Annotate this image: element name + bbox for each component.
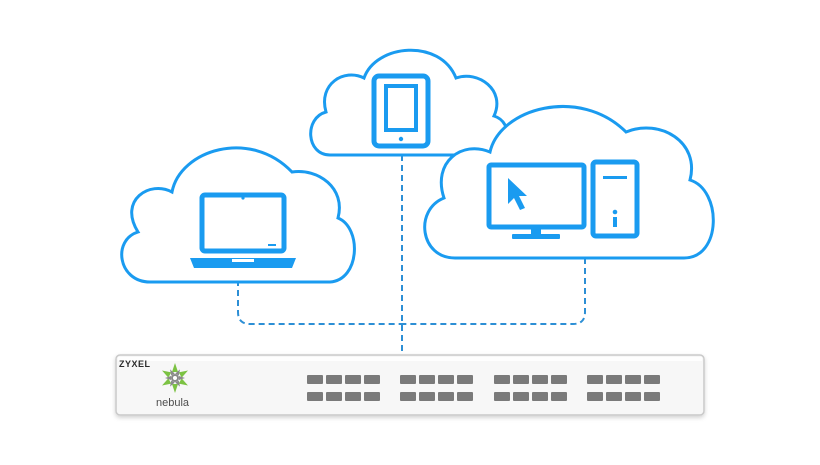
- brand-product: nebula: [156, 397, 190, 409]
- switch-ports: [307, 375, 660, 401]
- ethernet-port: [307, 375, 323, 384]
- nebula-switch: [115, 354, 705, 416]
- ethernet-port: [494, 392, 510, 401]
- ethernet-port: [364, 375, 380, 384]
- ethernet-port: [606, 392, 622, 401]
- cloud-desktop: [423, 105, 715, 260]
- desktop-computer-icon: [486, 159, 640, 239]
- ethernet-port: [364, 392, 380, 401]
- laptop-icon: [190, 192, 296, 268]
- nebula-logo-icon: [162, 363, 188, 393]
- port-group-1: [307, 375, 380, 401]
- ethernet-port: [625, 392, 641, 401]
- ethernet-port: [551, 375, 567, 384]
- connector-laptop: [237, 280, 402, 325]
- ethernet-port: [438, 375, 454, 384]
- port-group-4: [587, 375, 660, 401]
- ethernet-port: [644, 375, 660, 384]
- ethernet-port: [400, 375, 416, 384]
- ethernet-port: [419, 392, 435, 401]
- ethernet-port: [587, 375, 603, 384]
- ethernet-port: [400, 392, 416, 401]
- ethernet-port: [307, 392, 323, 401]
- ethernet-port: [587, 392, 603, 401]
- ethernet-port: [551, 392, 567, 401]
- ethernet-port: [345, 392, 361, 401]
- ethernet-port: [419, 375, 435, 384]
- ethernet-port: [532, 375, 548, 384]
- cloud-laptop: [120, 146, 356, 284]
- ethernet-port: [326, 392, 342, 401]
- ethernet-port: [625, 375, 641, 384]
- ethernet-port: [513, 392, 529, 401]
- ethernet-port: [457, 375, 473, 384]
- ethernet-port: [494, 375, 510, 384]
- port-group-2: [400, 375, 473, 401]
- connector-desktop: [402, 258, 586, 325]
- connector-lines: [237, 155, 586, 354]
- ethernet-port: [644, 392, 660, 401]
- ethernet-port: [457, 392, 473, 401]
- cloud-tablet: [309, 48, 509, 157]
- ethernet-port: [326, 375, 342, 384]
- ethernet-port: [532, 392, 548, 401]
- ethernet-port: [513, 375, 529, 384]
- tablet-icon: [371, 73, 431, 149]
- ethernet-port: [606, 375, 622, 384]
- brand-vendor: ZYXEL: [119, 359, 151, 369]
- ethernet-port: [438, 392, 454, 401]
- port-group-3: [494, 375, 567, 401]
- ethernet-port: [345, 375, 361, 384]
